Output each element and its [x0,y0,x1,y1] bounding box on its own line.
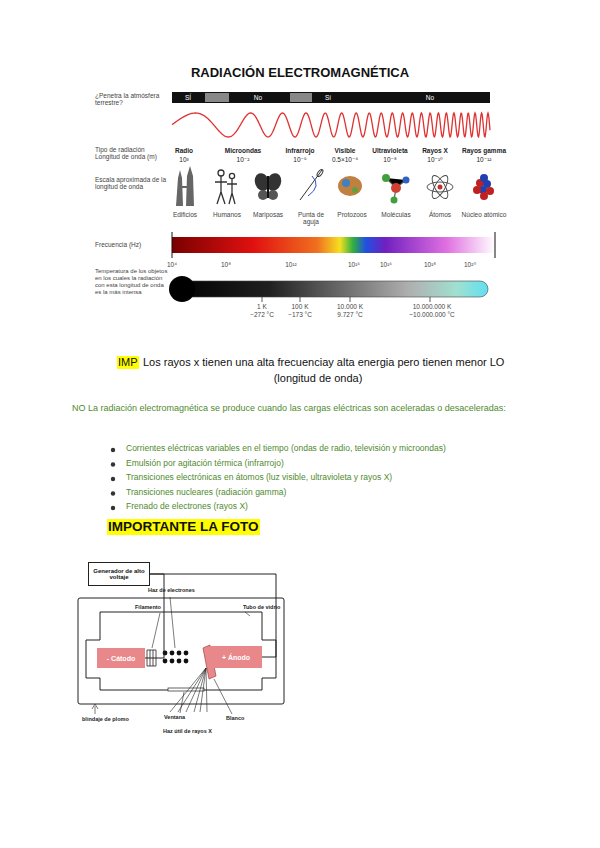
thermometer [169,276,488,302]
title: RADIACIÓN ELECTROMAGNÉTICA [191,66,409,81]
radiation-type: Rayos X [422,147,448,154]
frequency-value: 10¹⁵ [348,261,360,268]
generator-box: Generador de alto voltaje [88,562,150,586]
wavelength: 0.5×10⁻⁶ [332,156,358,163]
row-label: Escala aproximada de la longitud de onda [95,176,169,191]
wire [145,574,164,658]
frequency-value: 10⁸ [221,261,231,268]
frequency-value: 10¹⁸ [424,261,436,268]
humans-icon [215,170,237,204]
scale-name: Protozoos [337,211,366,218]
frequency-value: 10¹² [285,261,297,268]
part-label: Ventana [164,714,185,720]
nucleus-icon [473,174,494,200]
needle-icon [300,169,324,200]
bullet-item: Frenado de electrones (rayos X) [126,502,248,512]
scale-name: Átomos [429,211,451,218]
row-label: Temperatura de los objetos en los cuales… [95,268,169,296]
lead-shield [78,598,284,704]
scale-icons [176,166,494,206]
wavelength: 10⁻² [237,156,250,163]
node-text: + Ánodo [222,654,250,661]
molecule-icon [382,174,410,204]
bullet-item: Emulsión por agitación térmica (infrarro… [126,459,284,469]
note-text: (longitud de onda) [274,372,363,385]
temperature-c: −173 °C [288,311,312,318]
bullet-item: Transiciones electrónicas en átomos (luz… [126,473,392,483]
atmosphere-bar [172,92,490,103]
glass-tube [86,612,276,690]
frequency-value: 10¹⁶ [380,261,392,268]
wave [172,113,490,137]
atmosphere-answer: No [426,94,434,101]
node-text: - Cátodo [107,655,135,662]
part-label: Tubo de vidrio [243,604,280,610]
temperature-k: 10.000.000 K [413,303,452,310]
cathode-box: - Cátodo [97,648,145,668]
temperature-k: 1 K [257,303,267,310]
bullet-dots [111,448,115,510]
temperature-c: 9.727 °C [337,311,362,318]
radiation-type: Radio [175,147,193,154]
wavelength: 10³ [179,156,188,163]
paragraph: NO La radiación electromagnética se prod… [72,401,532,415]
bullet-item: Corrientes eléctricas variables en el ti… [126,444,446,454]
radiation-type: Infrarrojo [286,147,315,154]
leader-lines [92,597,250,714]
anode-box: + Ánodo [210,646,262,668]
atmosphere-answer: Sí [325,94,331,101]
wavelength: 10⁻¹² [477,156,492,163]
wire [150,574,276,657]
scale-name: Núcleo atómico [462,211,507,218]
radiation-type: Visible [335,147,356,154]
electron-beam [163,651,189,664]
atmosphere-answer: No [254,94,262,101]
radiation-type: Rayos gamma [462,147,506,154]
xray-beam [170,668,207,712]
frequency-value: 10⁴ [167,261,177,268]
protozoa-icon [338,176,362,196]
node-text: Generador de alto voltaje [92,568,146,580]
row-label: Frecuencia (Hz) [95,241,169,248]
highlight-tag: IMP [117,356,139,369]
part-label: blindaje de plomo [82,716,129,722]
wavelength: 10⁻⁵ [293,156,306,163]
wavelength: 10⁻¹⁰ [427,156,442,163]
window [168,688,204,691]
highlight-heading: IMPORTANTE LA FOTO [107,519,260,535]
temperature-c: −272 °C [250,311,274,318]
frequency-value: 10²⁰ [464,261,476,268]
part-label: Haz útil de rayos X [163,728,212,734]
radiation-type: Microondas [225,147,261,154]
scale-name: Mariposas [253,211,283,218]
frequency-bar [172,232,495,258]
part-label: Filamento [135,604,161,610]
row-label: ¿Penetra la atmósfera terrestre? [95,92,169,107]
note-text: Los rayos x tienen una alta frecuenciay … [143,356,504,369]
wavelength: 10⁻⁸ [383,156,396,163]
temperature-k: 10.000 K [337,303,363,310]
scale-name: Punta de aguja [293,211,329,226]
bullet-item: Transiciones nucleares (radiación gamma) [126,488,286,498]
xray-tube [78,597,284,714]
temperature-c: ~10.000.000 °C [409,311,454,318]
scale-name: Edificios [173,211,197,218]
part-label: Haz de electrones [148,587,195,593]
atom-icon [427,173,453,201]
temperature-k: 100 K [292,303,309,310]
scale-name: Humanos [213,211,241,218]
row-label: Tipo de radiación Longitud de onda (m) [95,146,169,161]
radiation-type: Ultravioleta [372,147,407,154]
atmosphere-answer: SÍ [185,94,191,101]
buildings-icon [176,166,194,206]
scale-name: Moléculas [381,211,410,218]
part-label: Blanco [226,715,244,721]
butterfly-icon [252,171,283,200]
